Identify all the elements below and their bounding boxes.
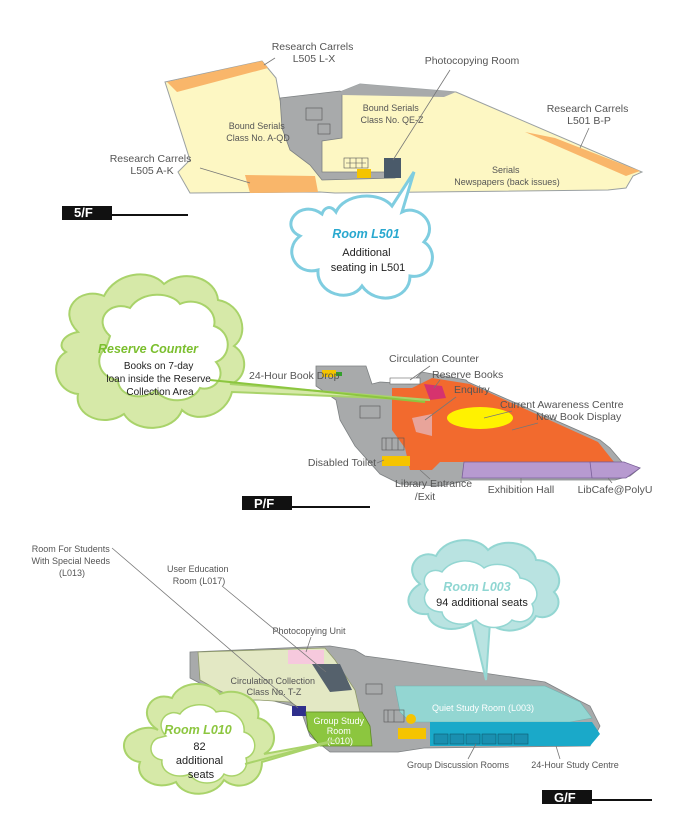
floor-tag-5f: 5/F [74,205,93,220]
bubble-room-l501[interactable] [289,171,434,300]
label-special-needs: Room For Students With Special Needs (L0… [31,544,112,578]
serials-area-5f[interactable] [164,60,644,194]
label-current-awareness: Current Awareness Centre [500,399,624,411]
leader-user-education [221,585,327,673]
bubble-reserve-counter-pointer [209,379,426,403]
bubble-reserve-text: Books on 7-day loan inside the Reserve C… [106,361,213,398]
enquiry-desk[interactable] [412,414,432,436]
research-carrels-bp[interactable] [525,132,640,176]
accessible-icon-gf [398,728,426,739]
label-disabled-toilet: Disabled Toilet [308,457,376,469]
bubble-l010-pointer [244,739,336,765]
special-needs-room[interactable] [292,706,306,716]
book-drop-marker [336,372,342,376]
label-book-drop: 24-Hour Book Drop [249,370,340,382]
bubble-reserve-counter-inner [98,293,229,402]
floor-tag-pf: P/F [254,496,274,511]
label-group-discussion: Group Discussion Rooms [407,760,510,770]
label-user-education: User Education Room (L017) [167,564,231,586]
bubble-l010-text: 82 additional seats [176,741,226,781]
group-discussion-rooms[interactable] [433,733,529,745]
leader-libcafe [607,477,613,484]
leader-enquiry [424,396,457,421]
leader-research-bp [579,127,590,149]
user-education-room[interactable] [312,664,352,692]
label-serials: Serials Newspapers (back issues) [454,165,560,187]
floor-tag-pf-box [242,496,292,510]
leader-new-book [511,422,539,431]
group-study-room[interactable] [305,711,373,747]
label-study-centre: 24-Hour Study Centre [531,760,619,770]
label-exhibition: Exhibition Hall [488,484,555,496]
label-quiet-study: Quiet Study Room (L003) [432,703,534,713]
label-circ-collection: Circulation Collection Class No. T-Z [230,676,317,697]
leader-research-ak [199,167,251,184]
research-carrels-ak[interactable] [245,175,318,193]
current-awareness-centre[interactable] [447,407,513,429]
bubble-reserve-title: Reserve Counter [98,342,199,356]
label-bound-aqd: Bound Serials Class No. A-QD [226,121,290,143]
bubble-l501-title: Room L501 [332,227,399,241]
label-research-bp: Research Carrels L501 B-P [547,103,632,127]
floor-tag-gf: G/F [554,790,576,805]
research-carrels-lx[interactable] [167,61,268,92]
leader-disabled-toilet [376,459,385,464]
bubble-l003-text: 94 additional seats [436,597,528,609]
reserve-books[interactable] [424,384,446,400]
accessible-icon-5f [357,169,371,178]
bubble-l010-title: Room L010 [164,723,231,737]
label-library-entrance: Library Entrance /Exit [395,478,475,503]
label-group-study: Group Study Room (L010) [313,716,366,746]
disabled-toilet[interactable] [382,456,410,466]
leader-current-awareness [483,410,513,419]
bubble-l003-title: Room L003 [443,580,510,594]
label-circulation: Circulation Counter [389,353,479,365]
floor-tag-gf-box [542,790,592,804]
libcafe[interactable] [589,461,641,479]
label-research-lx: Research Carrels L505 L-X [272,41,357,65]
floor-5f: Research Carrels L505 L-X Photocopying R… [62,41,644,300]
circulation-counter[interactable] [389,377,421,385]
book-drop[interactable] [322,370,336,377]
leader-photocopy-5f [392,69,451,161]
floor-pf: Circulation Counter Reserve Books Enquir… [55,273,653,511]
bubble-l003-inner [423,560,538,629]
bubble-l010-inner [150,704,256,784]
label-enquiry: Enquiry [454,384,490,396]
photocopying-unit[interactable] [288,650,324,664]
core-fixtures-gf [365,683,405,723]
leader-research-lx [263,57,276,66]
floor-gf: Room For Students With Special Needs (L0… [31,539,652,805]
core-fixtures-5f [305,107,369,169]
label-photocopy-5f: Photocopying Room [425,55,520,67]
leader-reserve-books [433,379,441,389]
photocopying-room-5f[interactable] [384,158,401,178]
leader-photocopy-unit [305,636,312,653]
leader-circulation [409,365,431,381]
label-research-ak: Research Carrels L505 A-K [110,153,195,177]
label-libcafe: LibCafe@PolyU [578,484,653,496]
label-new-book: New Book Display [536,411,622,423]
label-photocopy-unit: Photocopying Unit [272,626,346,636]
leader-group-discussion [467,743,477,760]
leader-special-needs [111,547,299,709]
floor-tag-5f-box [62,206,112,220]
bubble-l501-text: Additional seating in L501 [331,247,406,274]
core-fixtures-pf [359,405,405,451]
label-bound-qez: Bound Serials Class No. QE-Z [360,103,424,125]
leader-library-entrance [419,469,431,480]
label-reserve-books: Reserve Books [432,369,503,381]
core-top-5f [340,84,456,97]
info-icon-gf [406,714,416,724]
leader-study-centre [555,745,561,760]
